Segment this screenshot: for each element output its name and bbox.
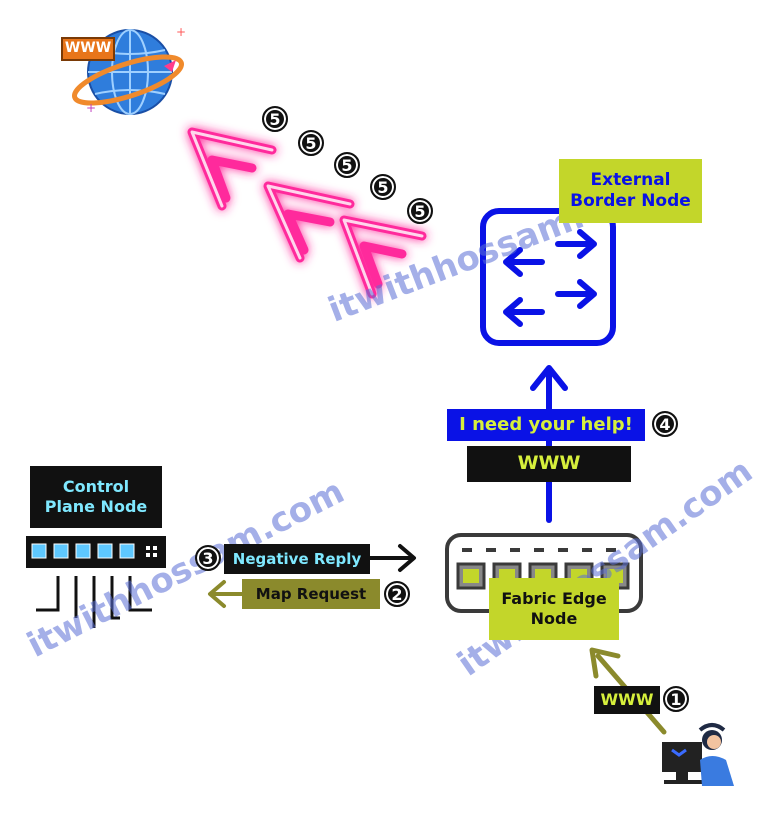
globe-www-label: WWW	[64, 40, 112, 57]
switch-icon	[26, 536, 166, 628]
www-packet-label: WWW	[467, 446, 631, 482]
step-badge-4: 4	[652, 411, 678, 437]
fabric-edge-node-label: Fabric Edge Node	[489, 578, 619, 640]
user-www-label: WWW	[594, 686, 660, 714]
step-badge-5: 5	[298, 130, 324, 156]
arrow-up-blue	[530, 365, 568, 523]
step-badge-3: 3	[195, 545, 221, 571]
arrow-right-black	[368, 544, 416, 572]
svg-text:+: +	[86, 101, 96, 115]
negative-reply-label: Negative Reply	[224, 544, 370, 574]
external-border-node-label: External Border Node	[559, 159, 702, 223]
help-request-label: I need your help!	[447, 409, 645, 441]
step-badge-5: 5	[370, 174, 396, 200]
svg-text:+: +	[176, 25, 186, 39]
step-badge-5: 5	[334, 152, 360, 178]
arrow-left-olive	[208, 580, 248, 608]
step-badge-5: 5	[262, 106, 288, 132]
user-at-computer-icon	[662, 723, 734, 786]
globe-icon: + +	[61, 25, 186, 115]
step-badge-2: 2	[384, 581, 410, 607]
map-request-label: Map Request	[242, 579, 380, 609]
step-badge-5: 5	[407, 198, 433, 224]
step-badge-1: 1	[663, 686, 689, 712]
router-icon	[480, 208, 616, 346]
neon-arrows-core	[190, 130, 424, 296]
control-plane-node-label: Control Plane Node	[30, 466, 162, 528]
